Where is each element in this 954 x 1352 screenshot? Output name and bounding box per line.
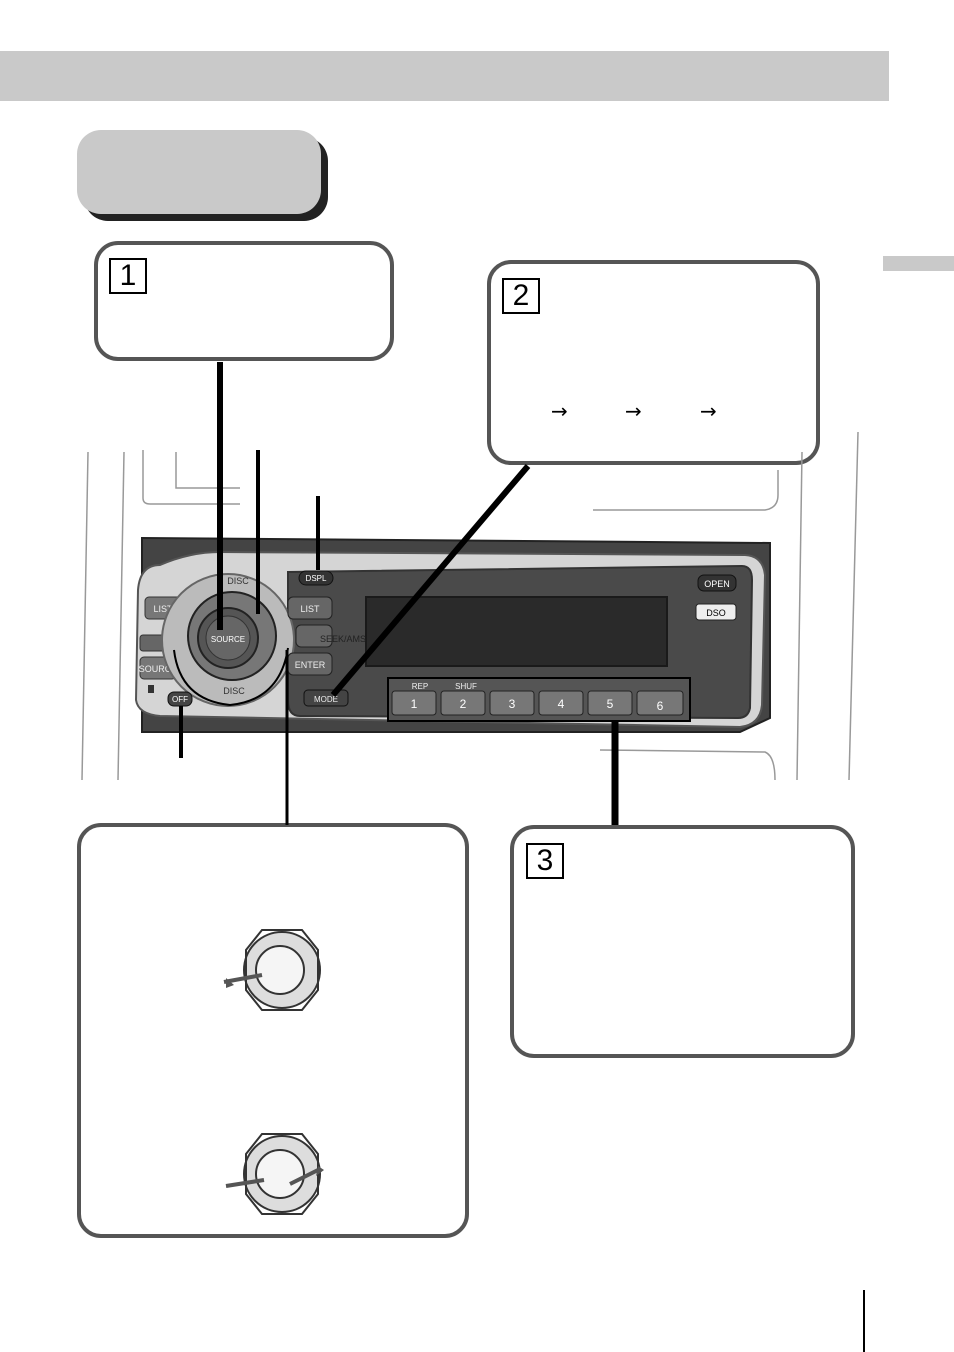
preset-button-4[interactable]: 4 — [538, 690, 584, 716]
dashboard-outline — [81, 431, 859, 781]
preset-4-label: 4 — [558, 697, 565, 711]
dial-bracket — [173, 647, 289, 707]
preset-button-6[interactable]: 6 — [636, 690, 684, 716]
step-3-number: 3 — [526, 843, 564, 879]
dspl-button[interactable]: DSPL — [298, 570, 334, 586]
preset-button-1[interactable]: 1 — [391, 690, 437, 716]
preset-6-label: 6 — [657, 699, 664, 713]
page-rule — [863, 1290, 865, 1352]
display-window — [365, 596, 668, 667]
dial-ring-bottom-label: DISC — [223, 686, 245, 696]
mode-label: MODE — [314, 695, 338, 704]
leader-lines — [179, 362, 619, 825]
dso-label: DSO — [706, 608, 726, 618]
preset-3-label: 3 — [509, 697, 516, 711]
preset-2-label: 2 — [460, 697, 467, 711]
list-label: LIST — [300, 604, 320, 614]
list-left-label: LIST — [153, 604, 173, 614]
off-label: OFF — [172, 695, 188, 704]
dial-push-right-icon — [225, 1133, 324, 1215]
leader-step-2 — [330, 464, 531, 697]
dspl-label: DSPL — [306, 574, 327, 583]
title-pill — [77, 130, 321, 214]
step-1-number: 1 — [109, 258, 147, 294]
arrow-right-icon: → — [700, 399, 717, 423]
list-button[interactable]: LIST — [287, 596, 333, 620]
source-dial[interactable]: SOURCE — [187, 591, 277, 681]
enter-label: ENTER — [295, 660, 326, 670]
indicator-mark — [148, 685, 154, 693]
callout-step-2 — [487, 260, 820, 465]
open-label: OPEN — [704, 579, 730, 589]
preset-1-label: 1 — [411, 697, 418, 711]
callout-step-1 — [94, 241, 394, 361]
preset-button-5[interactable]: 5 — [587, 690, 633, 716]
seek-ams-label: SEEK/AMS — [320, 634, 366, 644]
dso-button[interactable]: DSO — [695, 603, 737, 621]
source-dial-label: SOURCE — [211, 635, 245, 644]
preset-5-label: 5 — [607, 697, 614, 711]
rep-label: REP — [412, 682, 428, 691]
seek-ams-button[interactable]: SEEK/AMS — [295, 624, 366, 648]
off-button[interactable]: OFF — [167, 691, 193, 707]
dial-ring-top-label: DISC — [227, 576, 249, 586]
preset-button-2[interactable]: 2 — [440, 690, 486, 716]
chapter-tab — [883, 256, 954, 271]
mode-button[interactable]: MODE — [303, 689, 349, 707]
arrow-right-icon: → — [625, 399, 642, 423]
shuf-label: SHUF — [455, 682, 477, 691]
dial-push-left-icon — [223, 929, 321, 1011]
arrow-right-icon: → — [551, 399, 568, 423]
source-left-label: SOURCE — [139, 664, 178, 674]
open-button[interactable]: OPEN — [697, 574, 737, 592]
enter-button[interactable]: ENTER — [287, 652, 333, 676]
preset-button-3[interactable]: 3 — [489, 690, 535, 716]
step-2-number: 2 — [502, 278, 540, 314]
callout-step-3 — [510, 825, 855, 1058]
section-header-bar — [0, 51, 889, 101]
